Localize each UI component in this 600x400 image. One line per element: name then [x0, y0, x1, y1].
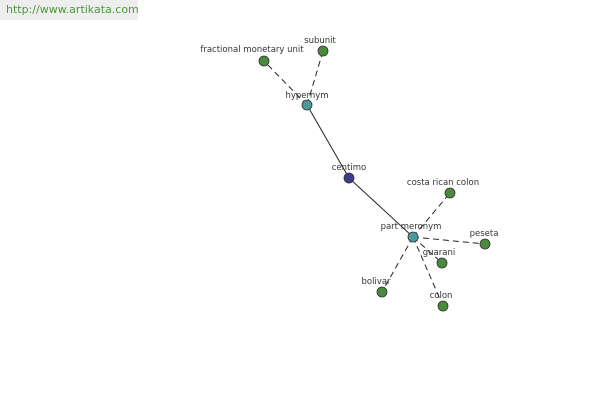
node-label-subunit: subunit: [304, 36, 336, 46]
edge-centimo-to-hypernym: [306, 104, 350, 179]
node-circle-centimo[interactable]: [343, 172, 355, 184]
site-watermark: http://www.artikata.com: [0, 0, 139, 20]
node-costa-rican-colon[interactable]: costa rican colon: [407, 178, 479, 199]
node-label-guarani: guarani: [423, 248, 455, 258]
node-peseta[interactable]: peseta: [470, 229, 499, 250]
node-circle-fractional-monetary-unit[interactable]: [258, 55, 270, 67]
node-circle-costa-rican-colon[interactable]: [444, 187, 456, 199]
edges-layer: [263, 50, 486, 307]
node-label-fractional-monetary-unit: fractional monetary unit: [200, 45, 304, 55]
node-guarani[interactable]: guarani: [423, 248, 455, 269]
node-colon[interactable]: colon: [430, 291, 453, 312]
node-bolivar[interactable]: bolivar: [361, 277, 391, 298]
node-part-meronym[interactable]: part meronym: [381, 222, 442, 243]
edge-part-meronym-to-guarani: [412, 236, 443, 264]
node-label-centimo: centimo: [332, 163, 366, 173]
edge-part-meronym-to-peseta: [412, 236, 486, 245]
edge-part-meronym-to-bolivar: [381, 236, 414, 293]
node-circle-guarani[interactable]: [436, 257, 448, 269]
node-circle-bolivar[interactable]: [376, 286, 388, 298]
node-circle-colon[interactable]: [437, 300, 449, 312]
node-circle-peseta[interactable]: [479, 238, 491, 250]
nodes-layer: centimo hypernym part meronym fractional mo…: [200, 36, 499, 312]
node-circle-hypernym[interactable]: [301, 99, 313, 111]
node-circle-part-meronym[interactable]: [407, 231, 419, 243]
edge-hypernym-to-fractional-monetary-unit: [263, 60, 308, 106]
node-label-part-meronym: part meronym: [381, 222, 442, 232]
node-hypernym[interactable]: hypernym: [285, 91, 329, 111]
node-centimo[interactable]: centimo: [332, 163, 366, 184]
node-circle-subunit[interactable]: [317, 45, 329, 57]
node-fractional-monetary-unit[interactable]: fractional monetary unit: [200, 45, 304, 67]
node-label-hypernym: hypernym: [285, 91, 328, 101]
node-label-bolivar: bolivar: [361, 277, 391, 287]
edge-part-meronym-to-colon: [412, 236, 444, 307]
node-label-costa-rican-colon: costa rican colon: [407, 178, 479, 188]
node-label-peseta: peseta: [470, 229, 499, 239]
node-subunit[interactable]: subunit: [304, 36, 337, 57]
edge-centimo-to-part-meronym: [348, 177, 414, 238]
node-label-colon: colon: [430, 291, 453, 301]
